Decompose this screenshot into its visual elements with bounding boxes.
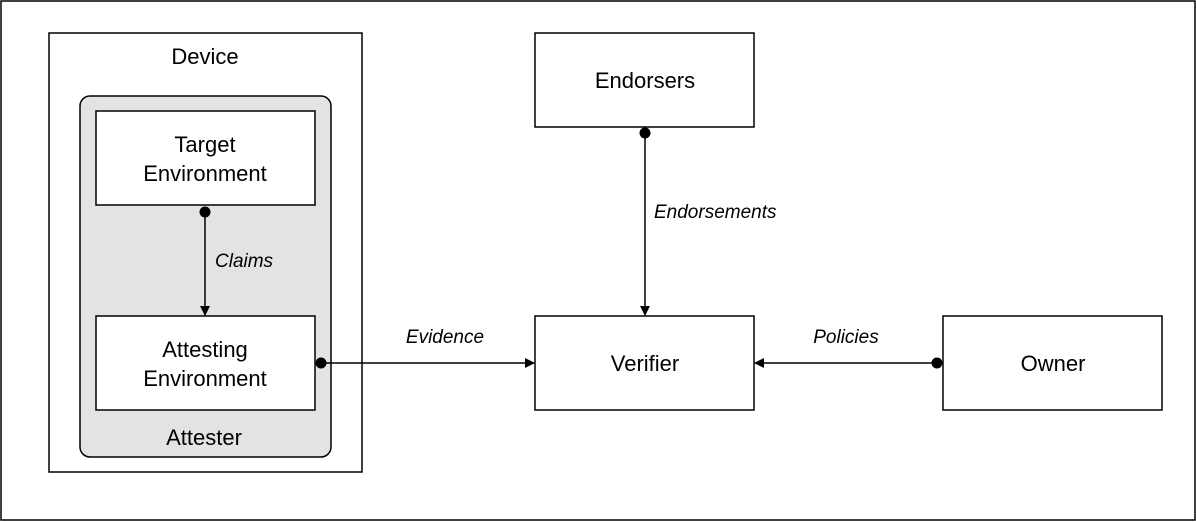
target-environment-label-line1: Target [174,132,235,157]
claims-label: Claims [215,251,274,272]
claims-edge: Claims [199,206,274,316]
endorsements-label: Endorsements [654,202,777,223]
attesting-environment-label-line2: Environment [143,366,267,391]
verifier-box: Verifier [534,315,755,411]
target-environment-box: Target Environment [95,110,316,206]
owner-label: Owner [1021,351,1086,376]
attesting-environment-label-line1: Attesting [162,337,248,362]
endorsers-label: Endorsers [595,68,695,93]
evidence-edge: Evidence [315,327,535,369]
endorsements-edge: Endorsements [639,127,777,316]
device-label: Device [171,44,238,69]
endorsers-box: Endorsers [534,32,755,128]
owner-box: Owner [942,315,1163,411]
evidence-label: Evidence [406,327,484,348]
policies-edge: Policies [754,327,943,369]
attesting-environment-box: Attesting Environment [95,315,316,411]
attester-label: Attester [166,425,242,450]
verifier-label: Verifier [611,351,679,376]
target-environment-label-line2: Environment [143,161,267,186]
policies-label: Policies [813,327,879,348]
